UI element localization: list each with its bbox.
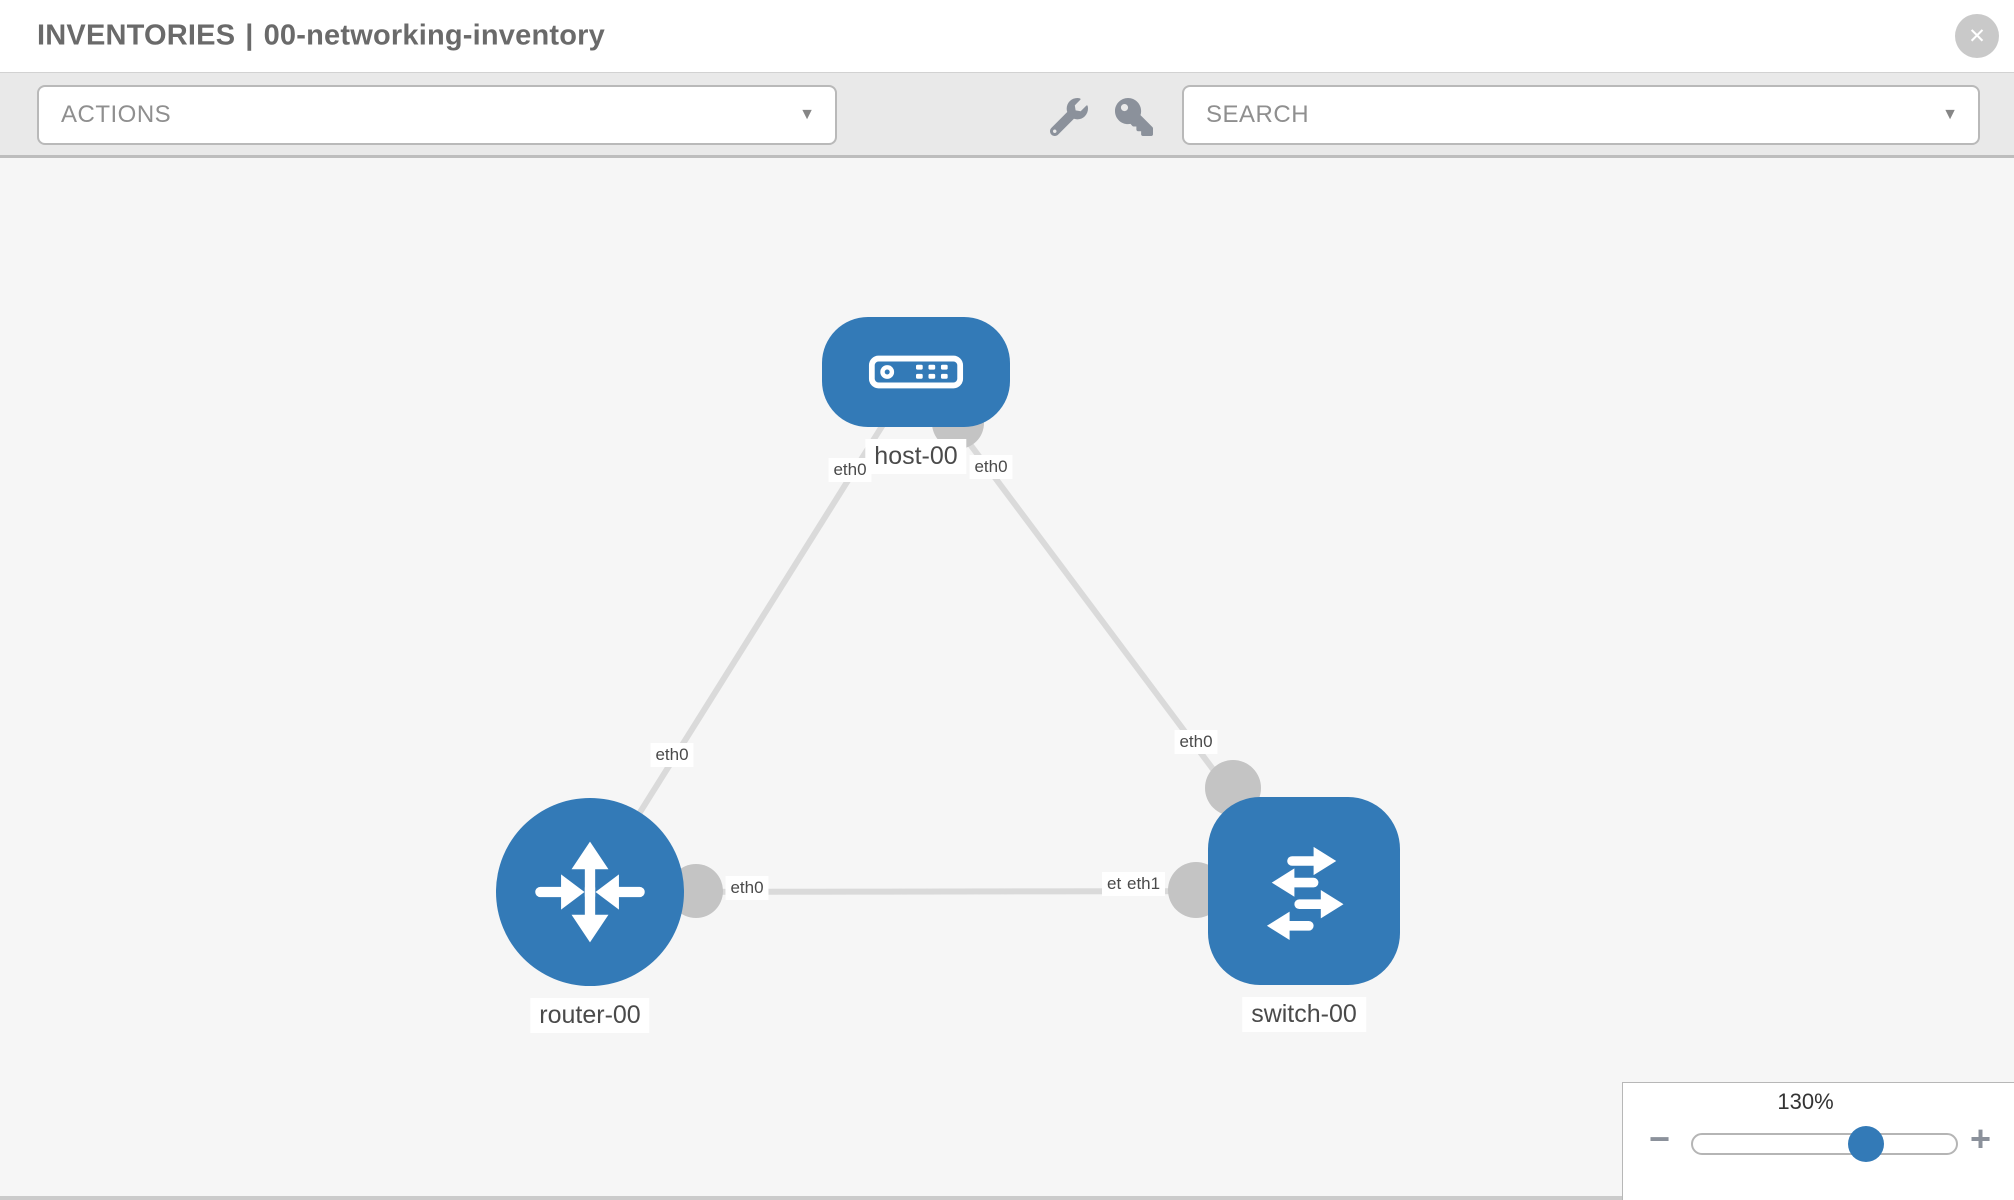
node-router-00[interactable] — [496, 798, 684, 986]
chevron-down-icon: ▼ — [1942, 106, 1958, 123]
topology-links-layer — [587, 370, 1307, 918]
actions-dropdown[interactable]: ACTIONS ▼ — [37, 85, 837, 145]
zoom-slider-track[interactable] — [1691, 1126, 1958, 1162]
host-icon — [868, 355, 964, 389]
node-host-00[interactable] — [822, 317, 1010, 427]
header-bar: INVENTORIES | 00-networking-inventory ✕ — [0, 0, 2014, 72]
page-title-separator: | — [245, 19, 254, 52]
node-label-switch-00: switch-00 — [1242, 997, 1366, 1032]
key-icon[interactable] — [1115, 98, 1153, 136]
iface-label-host-eth0-right: eth0 — [969, 455, 1013, 479]
iface-label-switch-eth0-uplink: eth0 — [1174, 730, 1218, 754]
close-button[interactable]: ✕ — [1955, 14, 1999, 58]
page-title-inventory-name: 00-networking-inventory — [263, 19, 605, 52]
zoom-out-button[interactable]: − — [1649, 1118, 1671, 1159]
router-icon — [535, 841, 645, 943]
wrench-icon[interactable] — [1050, 98, 1088, 136]
iface-label-router-eth0-uplink: eth0 — [650, 743, 694, 767]
iface-label-switch-eth1: eth1 — [1122, 872, 1166, 896]
topology-canvas[interactable]: host-00 router-00 switch-00 eth0 eth0 et… — [0, 158, 2014, 1200]
iface-label-host-eth0-left: eth0 — [828, 458, 872, 482]
close-icon: ✕ — [1968, 24, 1986, 48]
node-label-router-00: router-00 — [530, 998, 650, 1033]
search-placeholder: SEARCH — [1206, 101, 1310, 128]
node-switch-00[interactable] — [1208, 797, 1400, 985]
zoom-in-button[interactable]: + — [1970, 1118, 1992, 1159]
iface-label-router-eth0-crosslink: eth0 — [725, 876, 769, 900]
search-dropdown[interactable]: SEARCH ▼ — [1182, 85, 1980, 145]
toolbar: ACTIONS ▼ SEARCH ▼ — [0, 72, 2014, 158]
page-title-section: INVENTORIES — [37, 19, 236, 52]
page-title: INVENTORIES | 00-networking-inventory — [37, 20, 605, 53]
chevron-down-icon: ▼ — [799, 106, 815, 123]
switch-icon — [1266, 846, 1344, 940]
zoom-slider-handle[interactable] — [1848, 1126, 1884, 1162]
zoom-control-panel: 130% − + — [1622, 1082, 2014, 1200]
actions-dropdown-label: ACTIONS — [61, 101, 172, 128]
zoom-level-value: 130% — [1777, 1089, 1834, 1114]
node-label-host-00: host-00 — [865, 439, 967, 474]
